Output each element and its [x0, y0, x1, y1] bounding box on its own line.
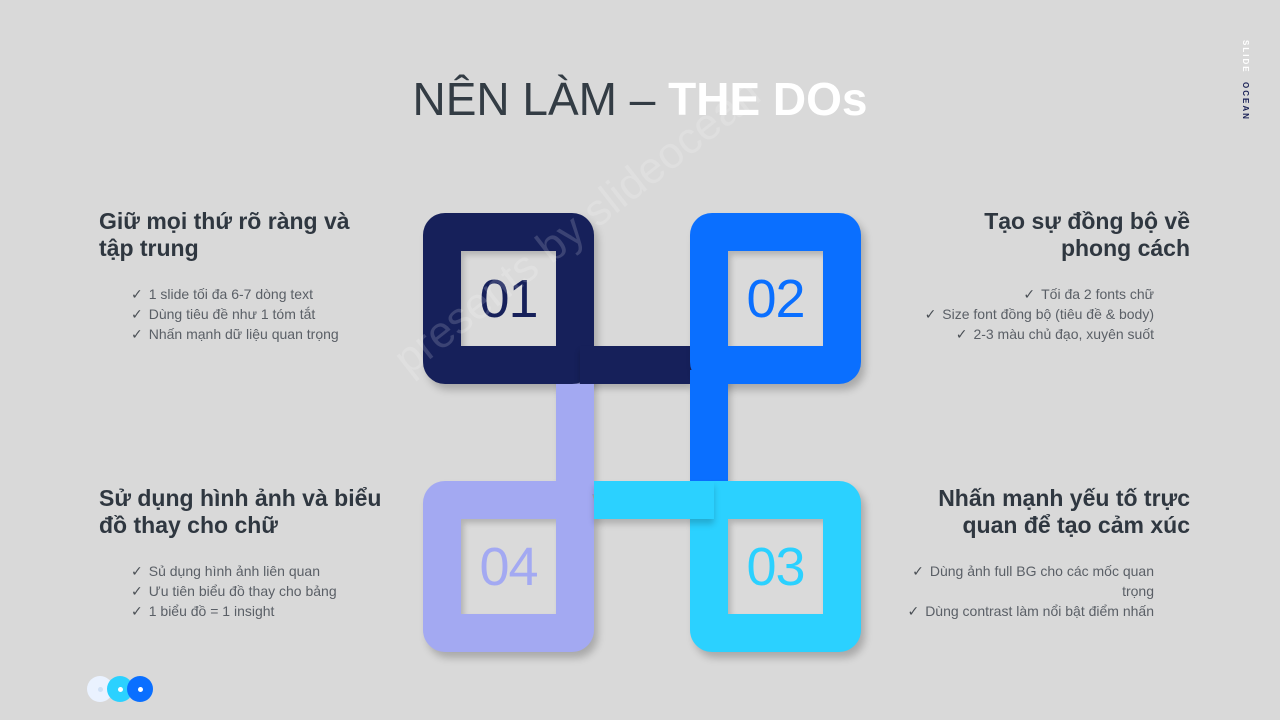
list-item: ✓Size font đồng bộ (tiêu đề & body) — [924, 306, 1154, 322]
step-02-heading: Tạo sự đồng bộ về phong cách — [984, 208, 1190, 261]
list-item: ✓Tối đa 2 fonts chữ — [1023, 286, 1154, 302]
step-04-number: 04 — [479, 536, 538, 597]
list-item: ✓1 biểu đồ = 1 insight — [131, 603, 275, 619]
step-03-number: 03 — [746, 536, 805, 597]
check-icon: ✓ — [131, 306, 143, 322]
step-03-list: ✓Dùng ảnh full BG cho các mốc quan trọng… — [900, 561, 1190, 621]
step-01-hole: 01 — [461, 251, 556, 346]
check-icon: ✓ — [1023, 286, 1036, 302]
step-02-list: ✓Tối đa 2 fonts chữ ✓Size font đồng bộ (… — [900, 284, 1190, 344]
step-02-text: Tạo sự đồng bộ về phong cách ✓Tối đa 2 f… — [900, 208, 1190, 344]
check-icon: ✓ — [131, 583, 143, 599]
list-item: ✓Dùng contrast làm nổi bật điểm nhấn — [907, 603, 1154, 619]
list-item: ✓Nhấn mạnh dữ liệu quan trọng — [131, 326, 339, 342]
step-04-text: Sử dụng hình ảnh và biểu đồ thay cho chữ… — [99, 485, 389, 621]
step-04-hole: 04 — [461, 519, 556, 614]
step-03-box: 03 — [690, 481, 861, 652]
list-item: ✓Dùng ảnh full BG cho các mốc quan trọng — [912, 563, 1154, 599]
check-icon: ✓ — [131, 326, 143, 342]
check-icon: ✓ — [907, 603, 920, 619]
step-01-number: 01 — [479, 268, 538, 329]
check-icon: ✓ — [924, 306, 937, 322]
list-item: ✓Dùng tiêu đề như 1 tóm tắt — [131, 306, 316, 322]
step-04-list: ✓Sủ dụng hình ảnh liên quan ✓Ưu tiên biể… — [99, 561, 389, 621]
connector-01-right — [580, 346, 692, 384]
step-03-heading: Nhấn mạnh yếu tố trực quan để tạo cảm xú… — [938, 485, 1190, 538]
check-icon: ✓ — [912, 563, 924, 579]
step-02-hole: 02 — [728, 251, 823, 346]
list-item: ✓1 slide tối đa 6-7 dòng text — [131, 286, 313, 302]
step-01-box: 01 — [423, 213, 594, 384]
check-icon: ✓ — [131, 603, 143, 619]
step-04-heading: Sử dụng hình ảnh và biểu đồ thay cho chữ — [99, 485, 382, 538]
step-01-list: ✓1 slide tối đa 6-7 dòng text ✓Dùng tiêu… — [99, 284, 389, 344]
list-item: ✓Ưu tiên biểu đồ thay cho bảng — [131, 583, 337, 599]
step-02-number: 02 — [746, 268, 805, 329]
brand-ocean: OCEAN — [1241, 81, 1250, 121]
step-02-box: 02 — [690, 213, 861, 384]
step-03-hole: 03 — [728, 519, 823, 614]
check-icon: ✓ — [131, 286, 143, 302]
step-04-box: 04 — [423, 481, 594, 652]
brand-slide: SLIDE — [1241, 40, 1250, 74]
slide-title: NÊN LÀM – THE DOs — [0, 70, 1280, 128]
brand-dots — [87, 676, 157, 702]
list-item: ✓Sủ dụng hình ảnh liên quan — [131, 563, 320, 579]
connector-03-left — [594, 481, 714, 519]
brand-logo: SLIDE OCEAN — [1238, 40, 1252, 121]
connector-04-stem — [556, 384, 594, 494]
step-01-text: Giữ mọi thứ rõ ràng và tập trung ✓1 slid… — [99, 208, 389, 344]
title-light: NÊN LÀM – — [412, 73, 669, 125]
check-icon: ✓ — [955, 326, 968, 342]
connector-02-stem — [690, 370, 728, 482]
step-03-text: Nhấn mạnh yếu tố trực quan để tạo cảm xú… — [900, 485, 1190, 621]
check-icon: ✓ — [131, 563, 143, 579]
dot-3 — [127, 676, 153, 702]
step-01-heading: Giữ mọi thứ rõ ràng và tập trung — [99, 208, 350, 261]
list-item: ✓2-3 màu chủ đạo, xuyên suốt — [955, 326, 1154, 342]
title-bold: THE DOs — [668, 73, 868, 125]
